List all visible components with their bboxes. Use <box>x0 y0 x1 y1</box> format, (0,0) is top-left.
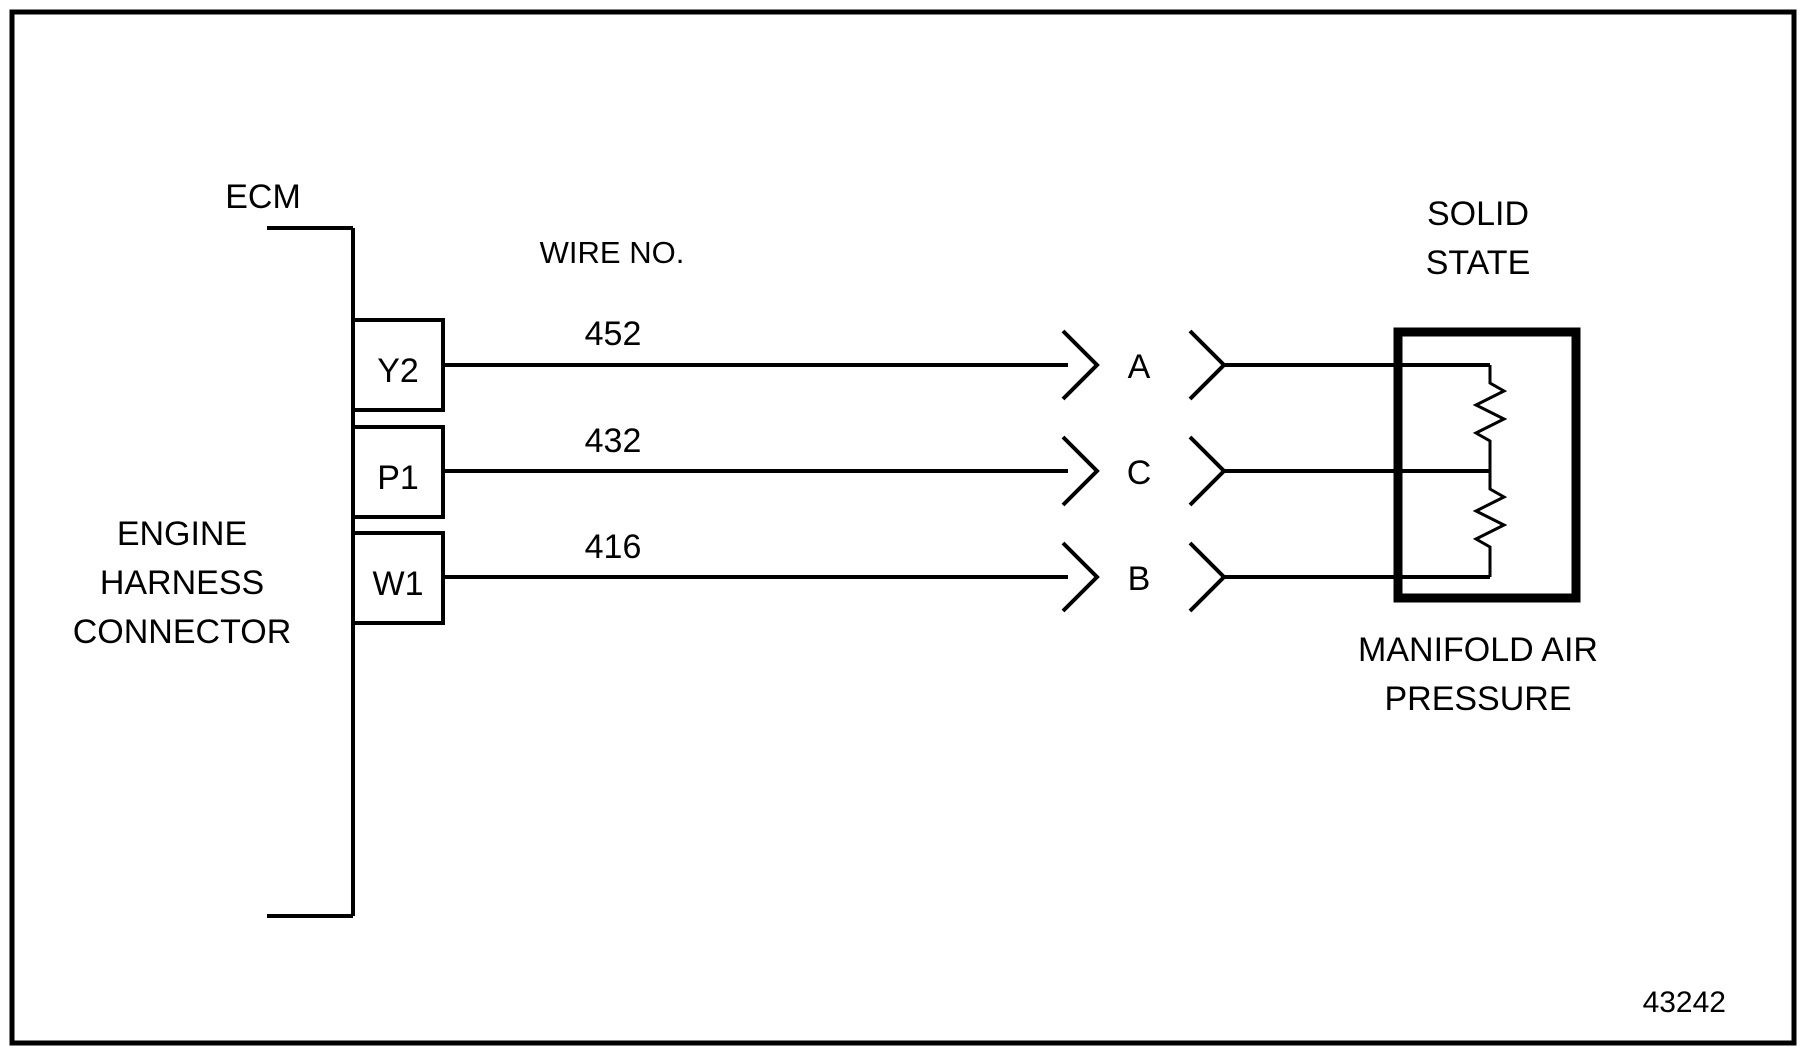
pin-box-p1-label: P1 <box>377 459 419 497</box>
wire-no-header: WIRE NO. <box>540 235 685 270</box>
harness-label-line-3: CONNECTOR <box>73 613 292 651</box>
map-sensor-box[interactable] <box>1393 327 1581 603</box>
terminal-label-b: B <box>1128 560 1151 598</box>
wire-arrow-416 <box>1061 541 1100 613</box>
wire-arrow-432 <box>1061 435 1100 507</box>
wire-arrow-452 <box>1061 329 1100 401</box>
resistor-zigzag-upper <box>1472 365 1508 471</box>
wire-row-452: 452 A <box>443 315 1490 401</box>
harness-label-line-1: ENGINE <box>117 515 247 553</box>
solid-state-line-2: STATE <box>1426 244 1531 282</box>
ecm-label: ECM <box>225 178 301 216</box>
ecm-pin-box-w1[interactable]: W1 <box>351 531 445 625</box>
solid-state-line-1: SOLID <box>1427 195 1529 233</box>
engine-harness-connector-label: ENGINE HARNESS CONNECTOR <box>73 515 292 651</box>
terminal-chevron-a <box>1188 329 1227 401</box>
map-sensor-rect[interactable] <box>1393 327 1581 603</box>
terminal-chevron-b <box>1188 541 1227 613</box>
pin-box-w1-label: W1 <box>373 565 424 603</box>
pin-box-y2-label: Y2 <box>377 352 419 390</box>
wire-number-452: 452 <box>585 315 642 353</box>
ecm-connector-group <box>267 226 355 918</box>
wire-row-432: 432 C <box>443 422 1490 507</box>
terminal-label-c: C <box>1127 454 1152 492</box>
page-border <box>9 9 1797 1046</box>
resistor-zigzag-lower <box>1472 471 1508 577</box>
solid-state-label: SOLID STATE <box>1426 195 1531 282</box>
drawing-number: 43242 <box>1643 986 1726 1019</box>
terminal-chevron-c <box>1188 435 1227 507</box>
wire-number-416: 416 <box>585 528 642 566</box>
map-label-line-2: PRESSURE <box>1384 680 1571 718</box>
wire-number-432: 432 <box>585 422 642 460</box>
map-sensor-resistor-network <box>1472 365 1508 577</box>
map-label-line-1: MANIFOLD AIR <box>1358 631 1598 669</box>
harness-label-line-2: HARNESS <box>100 564 264 602</box>
manifold-air-pressure-label: MANIFOLD AIR PRESSURE <box>1358 631 1598 718</box>
terminal-label-a: A <box>1128 348 1151 386</box>
ecm-pin-box-p1[interactable]: P1 <box>351 425 445 519</box>
ecm-pin-box-y2[interactable]: Y2 <box>351 318 445 412</box>
wire-row-416: 416 B <box>443 528 1490 613</box>
